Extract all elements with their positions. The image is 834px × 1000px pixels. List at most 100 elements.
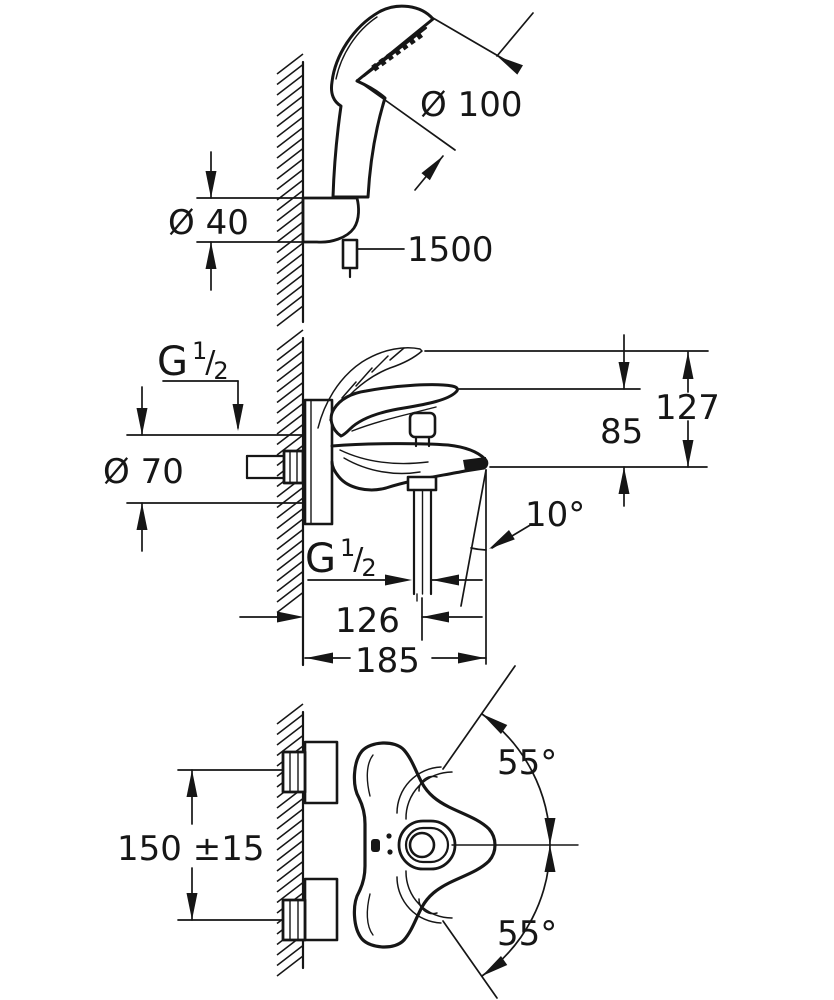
dimension-arrowhead: [136, 503, 148, 530]
detail-slot: [371, 839, 380, 852]
swing-line-upper: [442, 665, 516, 770]
dim-wall-to-outlet: 126: [239, 597, 483, 641]
dim-connection-spacing: 150 ±15: [117, 769, 284, 921]
thread-base: G: [157, 339, 188, 385]
label-wall-to-outlet: 126: [335, 601, 400, 641]
thread-slash: /: [205, 345, 216, 380]
ghost-arc: [396, 766, 442, 814]
body-contour-line: [343, 457, 421, 475]
dim-hose-length: 1500: [356, 230, 494, 270]
ghost-outline: [317, 347, 423, 429]
body-inner-line: [366, 893, 374, 936]
spout-aerator: [463, 457, 486, 471]
ghost-arc: [418, 898, 438, 915]
dimension-arrowhead: [277, 611, 304, 623]
label-lever-height: 85: [600, 412, 643, 452]
dimension-lead: [496, 12, 534, 57]
angle-line: [460, 469, 487, 607]
dimension-arrowhead: [385, 574, 412, 586]
dimension-arrowhead: [186, 893, 198, 920]
dimension-arrowhead: [618, 467, 630, 494]
wall-hatching: [276, 329, 304, 614]
lever-underside-line: [351, 406, 437, 432]
dimension-arrowhead: [618, 362, 630, 389]
union-nut: [282, 449, 305, 485]
shower-holder: [301, 196, 360, 244]
ghost-tick: [371, 355, 389, 373]
label-wall-to-spout: 185: [355, 641, 420, 681]
hand-shower-inner-contour: [335, 16, 378, 80]
ghost-tick: [389, 347, 405, 361]
dim-swing-lower: 55°: [481, 844, 557, 977]
dim-heights: 85 127: [424, 334, 720, 507]
dimension-arrowhead: [489, 530, 515, 549]
diverter-knob: [408, 411, 437, 448]
dimension-arrowhead: [136, 408, 148, 435]
wall-escutcheon-top: [303, 740, 339, 805]
union-nut-bottom: [281, 898, 307, 942]
label-spout-angle: 10°: [525, 495, 585, 535]
dimension-arrowhead: [432, 574, 459, 586]
dimension-arrowhead: [306, 652, 333, 664]
label-head-diameter: Ø 100: [420, 85, 522, 125]
label-hose-length: 1500: [407, 230, 494, 270]
detail-dot: [386, 833, 392, 839]
spray-nozzle-dots: [367, 31, 424, 74]
label-swing-lower: 55°: [497, 914, 557, 954]
label-flange-diameter: Ø 70: [103, 452, 184, 492]
label-swing-upper: 55°: [497, 743, 557, 783]
shower-outlet-pipe: [406, 475, 438, 602]
outlet-collar: [406, 475, 438, 492]
union-nut: [281, 898, 307, 942]
dimension-arrowhead: [682, 440, 694, 467]
dimension-arrowhead: [232, 404, 244, 431]
knob: [408, 411, 437, 439]
lever-ghost-arcs: [396, 766, 453, 924]
union-nut-top: [281, 750, 307, 794]
hand-shower-outline: [330, 4, 435, 199]
dimension-arrowhead: [497, 56, 523, 75]
dim-swing-upper: 55°: [481, 713, 557, 846]
dimension-arrowhead: [186, 770, 198, 797]
angle-arc: [470, 547, 487, 551]
extension-line: [356, 79, 456, 151]
lever-front: [371, 819, 457, 871]
label-overall-height: 127: [655, 388, 720, 428]
dimension-arrowhead: [482, 714, 508, 734]
ghost-tick: [341, 381, 357, 399]
thread-denominator: 2: [361, 554, 376, 582]
dimension-arrowhead: [422, 611, 449, 623]
label-holder-diameter: Ø 40: [168, 203, 249, 243]
wall-hatching: [276, 53, 304, 327]
thread-numerator: 1: [192, 337, 207, 365]
dimension-arrowhead: [682, 352, 694, 379]
lever-handle: [329, 383, 459, 438]
label-connection-spacing: 150 ±15: [117, 829, 264, 869]
wall-escutcheon: [303, 398, 334, 526]
swing-line-lower: [442, 920, 498, 999]
top-view: Ø 100 Ø 40 1500: [168, 4, 534, 327]
ghost-arc: [396, 876, 442, 924]
dim-flange-diameter: Ø 70: [103, 386, 304, 552]
body-inner-line: [366, 754, 374, 797]
thread-base: G: [305, 536, 336, 582]
lever-end-inner: [404, 826, 450, 864]
wall-escutcheon-bottom: [303, 877, 339, 942]
dim-spout-angle: 10°: [460, 469, 585, 665]
bottom-view: 55° 55° 150 ±15: [117, 665, 579, 999]
ghost-tick: [355, 367, 373, 387]
dim-holder-diameter: Ø 40: [168, 151, 304, 291]
ghost-arc: [418, 775, 438, 792]
detail-dot: [387, 849, 393, 855]
dimension-arrowhead: [421, 156, 443, 181]
dimension-arrowhead: [205, 242, 217, 269]
dim-wall-to-spout: 185: [304, 641, 487, 681]
angle-arc: [481, 844, 551, 977]
union-nut: [281, 750, 307, 794]
